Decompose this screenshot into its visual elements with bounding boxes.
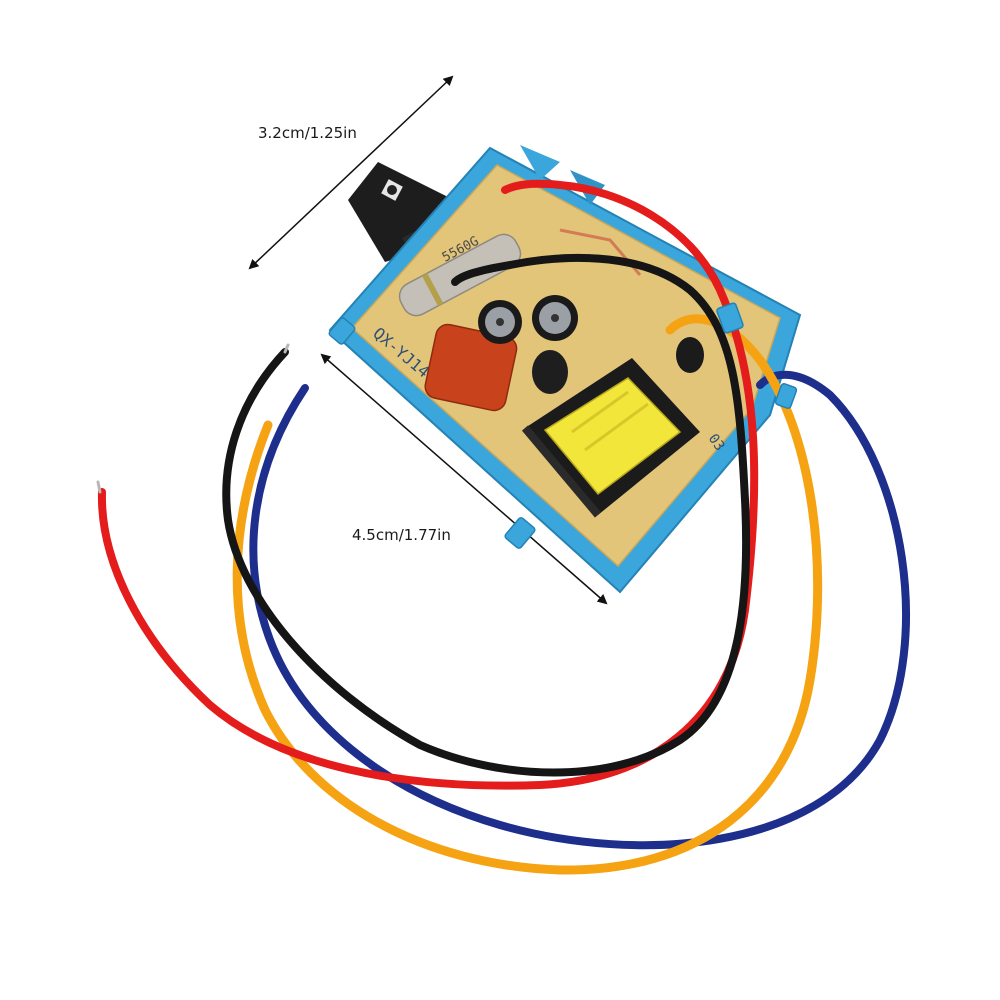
small-transistor [676, 337, 704, 373]
blue-wire [249, 370, 911, 850]
pcb-corner-text: 03 [705, 431, 728, 454]
electrolytic-capacitors [478, 295, 578, 394]
black-wire [222, 254, 751, 777]
film-capacitor [424, 323, 518, 412]
wire-bundle [96, 179, 911, 875]
orange-wire [232, 314, 823, 875]
length-dimension-label: 4.5cm/1.77in [352, 526, 451, 544]
board-clips [328, 302, 798, 549]
transformer [521, 358, 700, 518]
width-dimension-label: 3.2cm/1.25in [258, 124, 357, 142]
width-dimension-arrow [248, 75, 454, 270]
length-dimension-arrow [320, 353, 608, 605]
